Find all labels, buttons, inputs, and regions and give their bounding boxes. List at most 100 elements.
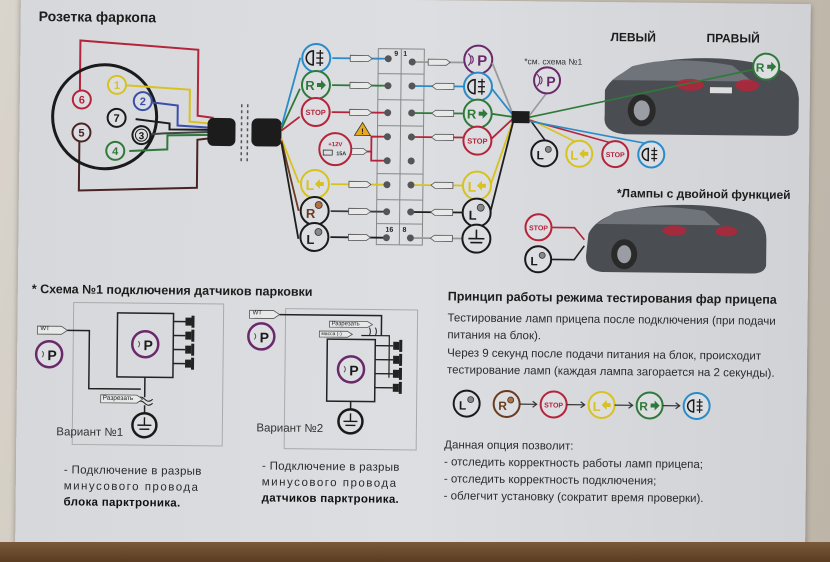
dual-lamp-left-side: L <box>524 245 553 274</box>
svg-text:L: L <box>530 254 537 268</box>
left-lamp-right-turn: R <box>300 69 331 100</box>
wire-pin1 <box>119 83 214 125</box>
connector-num-16: 16 <box>385 227 393 234</box>
pin-4: 4 <box>105 140 126 161</box>
connector-num-8: 8 <box>402 227 406 234</box>
svg-text:3: 3 <box>139 131 145 142</box>
left-lamp-fog <box>301 42 332 73</box>
right-lamp-ground <box>461 223 492 254</box>
svg-text:7: 7 <box>113 113 119 125</box>
cable-end <box>511 111 530 124</box>
right-lamp-right-turn: R <box>462 98 493 129</box>
pin-2: 2 <box>132 91 153 112</box>
svg-text:L: L <box>537 148 544 162</box>
left-lamp-right-side: R <box>299 195 330 226</box>
svg-text:L: L <box>468 179 477 195</box>
car-rear-view-dual <box>585 204 767 274</box>
seq-right-turn: R <box>635 391 664 420</box>
test-mode-options: Данная опция позволит: - отследить корре… <box>443 439 704 506</box>
svg-text:P: P <box>546 73 556 89</box>
box-edge <box>0 542 830 562</box>
car-lamp-parking: P <box>533 66 562 95</box>
connector-num-9: 9 <box>394 51 398 58</box>
svg-text:L: L <box>570 148 578 163</box>
svg-text:P: P <box>477 53 487 70</box>
pin-5: 5 <box>71 122 92 143</box>
left-lamp-stop: STOP <box>300 96 331 127</box>
v1-cut-label: Разрезать <box>102 394 134 403</box>
svg-text:STOP: STOP <box>606 152 625 159</box>
svg-text:P: P <box>47 347 57 363</box>
pin-1: 1 <box>106 74 127 95</box>
svg-text:R: R <box>639 399 648 413</box>
v2-cut-label: Разрезать <box>331 321 360 328</box>
car-right-label: ПРАВЫЙ <box>706 31 760 46</box>
seq-left-side: L <box>452 389 481 418</box>
dual-lamp-stop: STOP <box>524 213 553 242</box>
dual-function-title: *Лампы с двойной функцией <box>616 186 791 202</box>
right-lamp-fog <box>462 71 493 102</box>
left-lamp-left-side: L <box>299 221 330 252</box>
cable-plug-left <box>207 117 236 147</box>
test-mode-para1: Тестирование ламп прицепа после подключе… <box>447 312 776 343</box>
car-lamp-stop: STOP <box>601 140 630 169</box>
seq-left-turn: L <box>587 390 616 419</box>
svg-text:L: L <box>593 399 601 414</box>
pin-3: 3 <box>131 125 152 146</box>
svg-text:R: R <box>306 206 316 221</box>
wire-pin4 <box>129 133 214 153</box>
svg-text:6: 6 <box>79 94 85 106</box>
svg-text:STOP: STOP <box>305 108 325 117</box>
car-lamp-left-turn: L <box>565 139 594 168</box>
right-lamp-left-turn: L <box>461 170 492 201</box>
svg-text:P: P <box>349 362 359 378</box>
wire-pin6 <box>78 39 214 119</box>
power-fuse-box: +12V 15A <box>318 132 353 167</box>
v1-wire-label: WT <box>40 326 50 333</box>
svg-text:L: L <box>306 232 314 247</box>
car-note: *см. схема №1 <box>524 56 583 67</box>
wiring-diagram: 1 2 7 3 4 6 5 9 1 <box>34 39 799 451</box>
svg-text:STOP: STOP <box>467 137 487 146</box>
svg-text:P: P <box>260 329 270 345</box>
warning-triangle-icon: ! <box>353 121 372 136</box>
svg-text:15A: 15A <box>336 151 346 157</box>
wire-pin2 <box>141 100 214 129</box>
wire-pin7 <box>135 118 214 131</box>
instruction-sheet: Розетка фаркопа 1 2 7 3 4 6 5 <box>15 0 811 553</box>
right-lamp-left-side: L <box>461 197 492 228</box>
svg-text:L: L <box>459 398 466 412</box>
right-lamp-stop: STOP <box>462 125 493 156</box>
svg-text:4: 4 <box>112 146 119 158</box>
v1-caption: Вариант №1 <box>56 426 124 439</box>
svg-text:STOP: STOP <box>529 225 548 232</box>
car-left-label: ЛЕВЫЙ <box>610 30 657 45</box>
seq-fog <box>682 391 711 420</box>
svg-text:L: L <box>469 208 477 223</box>
car-rear-view-top <box>604 58 799 136</box>
v2-description: - Подключение в разрыв минусового провод… <box>261 460 400 506</box>
svg-text:2: 2 <box>140 96 146 108</box>
pin-7: 7 <box>106 107 127 128</box>
svg-text:R: R <box>498 399 507 413</box>
svg-text:5: 5 <box>78 127 84 139</box>
v2-wire-label: WT <box>252 310 262 317</box>
svg-text:STOP: STOP <box>544 402 563 409</box>
pin-6: 6 <box>71 89 92 110</box>
socket-ring <box>51 63 159 171</box>
right-lamp-parking: P <box>463 44 494 75</box>
v2-mass-label: масса (-) <box>321 331 342 338</box>
v1-description: - Подключение в разрыв минусового провод… <box>63 464 202 510</box>
svg-text:R: R <box>305 78 315 93</box>
svg-text:R: R <box>756 61 765 75</box>
svg-text:+12V: +12V <box>328 142 342 148</box>
svg-text:!: ! <box>361 127 364 136</box>
svg-text:R: R <box>467 107 477 122</box>
left-lamp-left-turn: L <box>299 168 330 199</box>
car-lamp-fog <box>637 140 666 169</box>
wire-pin5 <box>77 132 214 192</box>
test-mode-para2: Через 9 секунд после подачи питания на б… <box>446 347 775 380</box>
connector-num-1: 1 <box>403 51 407 58</box>
scheme-variant-2: P P <box>247 308 419 451</box>
v2-caption: Вариант №2 <box>256 422 324 436</box>
